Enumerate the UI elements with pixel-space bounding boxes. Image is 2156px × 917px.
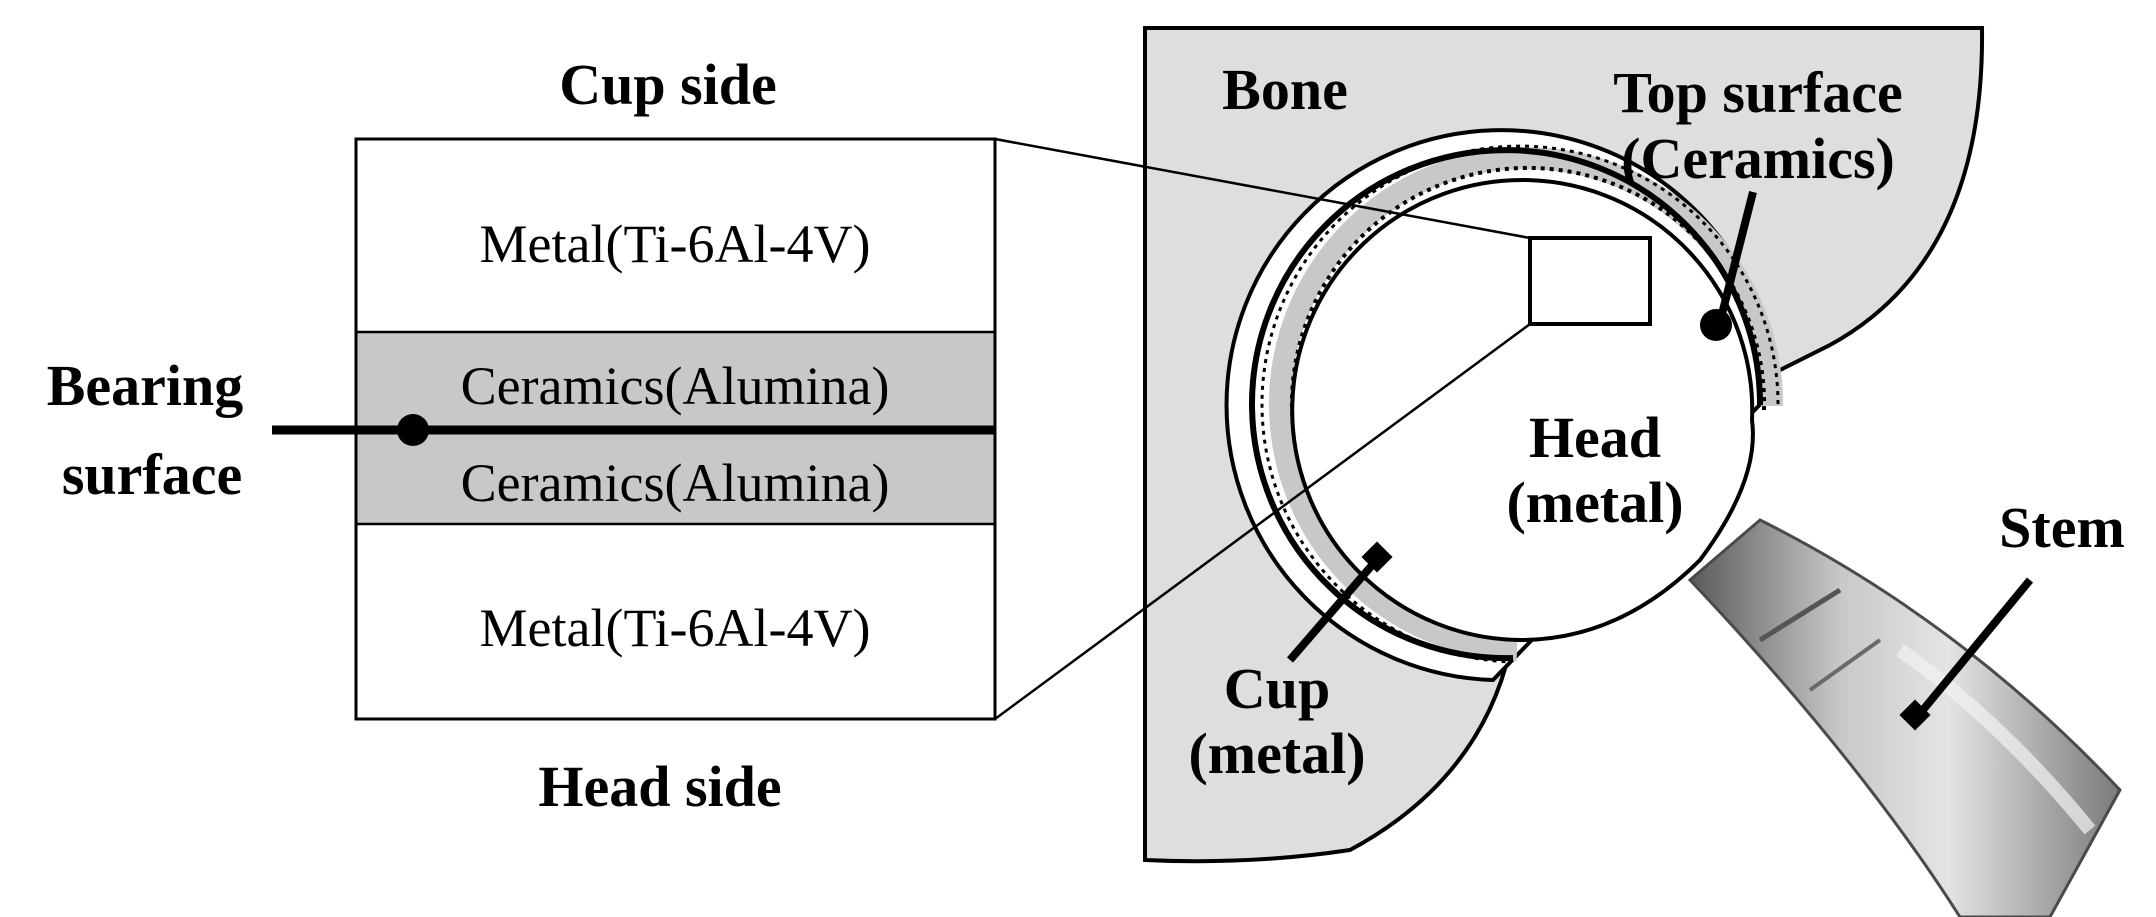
stem-label: Stem <box>1999 495 2125 560</box>
layer-ceramic-bottom <box>356 426 995 524</box>
top-surface-leader <box>1716 191 1757 323</box>
layer-stack <box>354 137 997 721</box>
head-label-2: (metal) <box>1506 470 1683 535</box>
femoral-head <box>1290 178 1755 643</box>
head-side-label: Head side <box>538 754 781 819</box>
top-surface-dot <box>1700 309 1732 341</box>
bearing-surface-label-1: Bearing <box>47 353 244 418</box>
bone-label: Bone <box>1222 57 1348 122</box>
layer-metal-top <box>356 139 995 332</box>
bearing-surface-label-2: surface <box>62 442 242 507</box>
layer-label-1: Metal(Ti-6Al-4V) <box>480 214 871 274</box>
zoom-line-top <box>994 137 1531 240</box>
cup-bearing-line <box>1249 147 1764 662</box>
layer-label-3: Ceramics(Alumina) <box>461 453 890 513</box>
zoom-line-bottom <box>994 322 1531 721</box>
cup-side-label: Cup side <box>559 52 777 117</box>
magnify-box <box>1528 236 1652 326</box>
head-label-1: Head <box>1529 405 1661 470</box>
bearing-surface-dot <box>397 414 429 446</box>
cup-label-2: (metal) <box>1188 721 1365 786</box>
cup-label-1: Cup <box>1224 656 1330 721</box>
cup-leader <box>1286 553 1384 663</box>
stem-leader <box>1914 577 2034 719</box>
top-surface-label-1: Top surface <box>1613 60 1903 125</box>
outer-dotted-line <box>1260 144 1780 664</box>
layer-label-2: Ceramics(Alumina) <box>461 356 890 416</box>
layer-ceramic-top <box>356 332 995 426</box>
ceramic-layer <box>1269 147 1784 661</box>
layer-label-4: Metal(Ti-6Al-4V) <box>480 598 871 658</box>
top-surface-label-2: (Ceramics) <box>1621 126 1895 191</box>
layer-metal-bottom <box>356 524 995 719</box>
